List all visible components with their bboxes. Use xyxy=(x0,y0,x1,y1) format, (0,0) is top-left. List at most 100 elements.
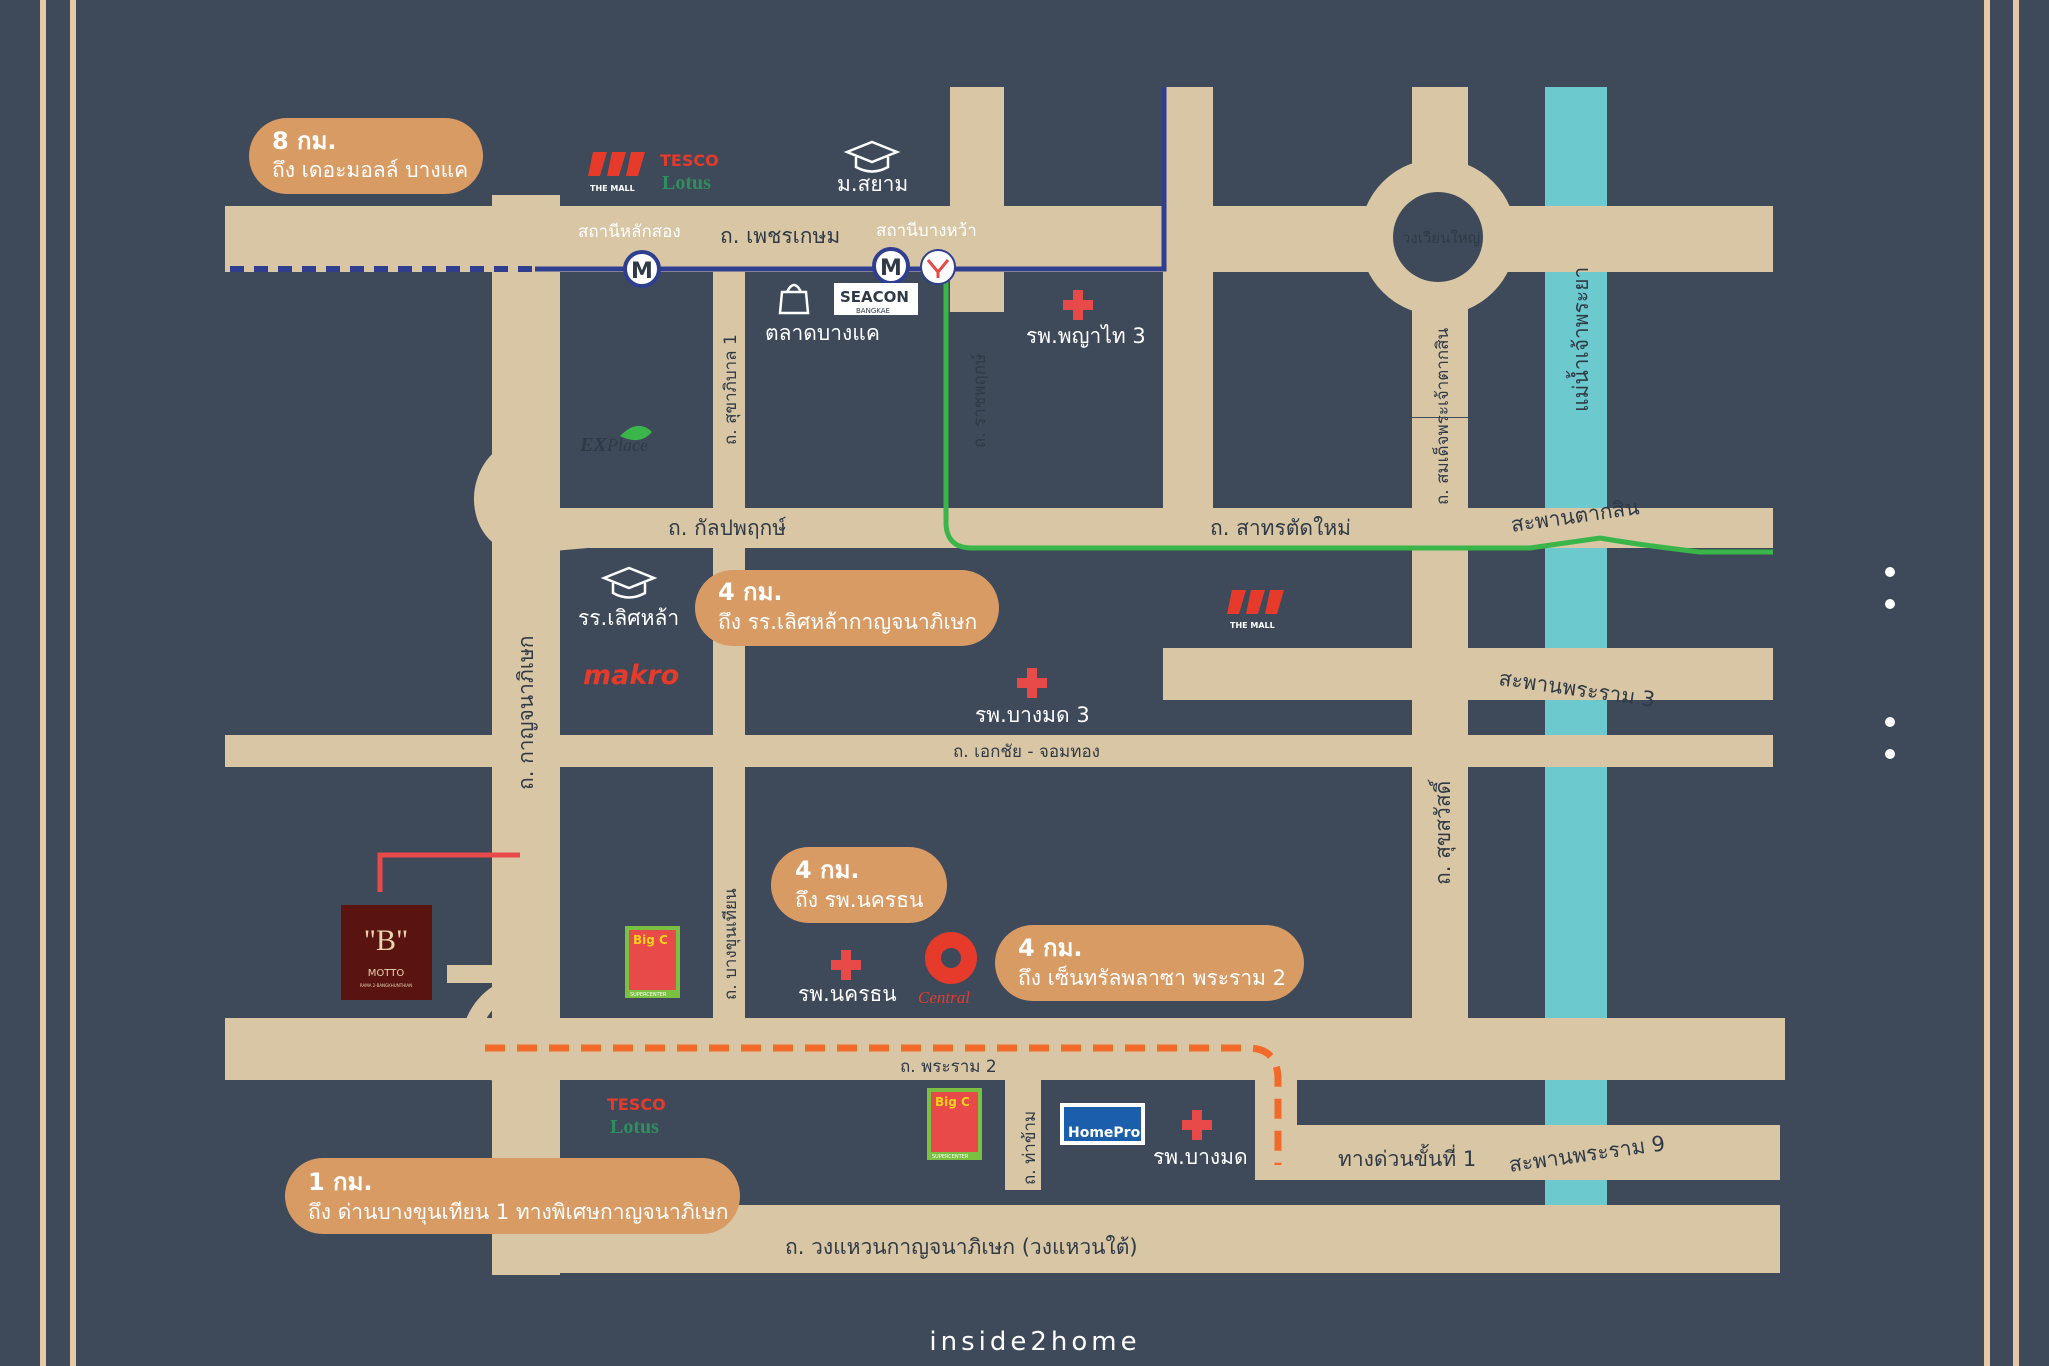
roundabout-label: วงเวียนใหญ่ xyxy=(1402,229,1480,247)
road-labels: ถ. เพชรเกษม ถ. กัลปพฤกษ์ ถ. สาทรตัดใหม่ … xyxy=(514,224,1476,1259)
brand-text: EX xyxy=(579,434,607,456)
brand-text: THE MALL xyxy=(590,184,635,193)
callout-distance: 1 กม. xyxy=(308,1168,373,1196)
airport-rail-line xyxy=(943,268,1773,555)
callout-text: ถึง รพ.นครธน xyxy=(795,888,923,912)
road-label-sathon-new: ถ. สาทรตัดใหม่ xyxy=(1210,516,1351,540)
graduation-cap-icon xyxy=(600,566,658,599)
station-label-bangwa: สถานีบางหว้า xyxy=(876,221,977,241)
road-label-taksin: ถ. สมเด็จพระเจ้าตากสิน xyxy=(1431,327,1453,505)
brand-text: TESCO xyxy=(660,151,719,170)
poi-nakornthon[interactable]: รพ.นครธน xyxy=(798,950,897,1006)
callout-central-rama2: 4 กม. ถึง เซ็นทรัลพลาซา พระราม 2 xyxy=(995,925,1304,1001)
callout-expressway-toll: 1 กม. ถึง ด่านบางขุนเทียน 1 ทางพิเศษกาญจ… xyxy=(285,1158,740,1234)
road-label-phetkasem: ถ. เพชรเกษม xyxy=(720,224,840,248)
brand-text: SEACON xyxy=(840,288,909,306)
callout-distance: 4 กม. xyxy=(1018,934,1083,962)
mrt-icon: M xyxy=(880,256,902,281)
brand-text: "B" xyxy=(364,924,409,957)
hospital-icon xyxy=(1063,290,1093,320)
left-border-stripes xyxy=(40,0,76,1366)
callout-distance: 4 กม. xyxy=(718,578,783,606)
road-label-suksawat: ถ. สุขสวัสดิ์ xyxy=(1427,778,1456,885)
poi-label: รร.เลิศหล้า xyxy=(578,606,679,630)
river-label: แม่น้ำเจ้าพระยา xyxy=(1566,267,1593,412)
brand-text: SUPERCENTER xyxy=(630,992,667,998)
callout-distance: 8 กม. xyxy=(272,127,337,155)
road-label-kanchana: ถ. กาญจนาภิเษก xyxy=(514,636,538,791)
footer-watermark: inside2home xyxy=(929,1327,1140,1357)
brand-text: Big C xyxy=(935,1095,970,1109)
shopping-bag-icon xyxy=(778,283,810,315)
bts-line xyxy=(535,87,1167,272)
route-to-expressway xyxy=(485,1044,1282,1165)
callout-distance: 4 กม. xyxy=(795,856,860,884)
poi-label: รพ.บางมด xyxy=(1153,1145,1248,1169)
brand-text: makro xyxy=(583,660,679,691)
road-label-ring: ถ. วงแหวนกาญจนาภิเษก (วงแหวนใต้) xyxy=(785,1235,1138,1259)
the-mall-thapra-logo[interactable]: THE MALL xyxy=(1227,590,1284,630)
central-logo[interactable]: Central xyxy=(918,932,977,1007)
brand-text: Big C xyxy=(633,933,668,947)
brand-text: HomePro xyxy=(1068,1125,1141,1141)
decorative-dots xyxy=(1885,567,1895,759)
explace-logo[interactable]: EX Place xyxy=(579,425,652,456)
poi-label: ม.สยาม xyxy=(837,172,908,196)
road-label-sukhaphiban1: ถ. สุขาภิบาล 1 xyxy=(721,334,741,445)
right-border-stripes xyxy=(1984,0,2019,1366)
road-label-rama2: ถ. พระราม 2 xyxy=(900,1057,997,1077)
tesco-lotus-logo-south[interactable]: TESCO Lotus xyxy=(607,1095,666,1138)
makro-logo[interactable]: makro xyxy=(583,660,679,691)
bts-icon xyxy=(926,259,950,278)
brand-text: Place xyxy=(606,435,648,455)
brand-text: RAMA 2-BANGKHUNTHIAN xyxy=(360,983,412,988)
brand-text: TESCO xyxy=(607,1095,666,1114)
road-label-kanlapaphruek: ถ. กัลปพฤกษ์ xyxy=(668,516,787,540)
brand-text: MOTTO xyxy=(368,968,405,979)
brand-text: SUPERCENTER xyxy=(932,1154,969,1160)
station-label-laksong: สถานีหลักสอง xyxy=(578,222,681,242)
poi-label: รพ.บางมด 3 xyxy=(975,703,1090,727)
poi-bangmod[interactable]: รพ.บางมด xyxy=(1153,1110,1248,1169)
poi-siam-university[interactable]: ม.สยาม xyxy=(837,140,908,196)
poi-lertla-school[interactable]: รร.เลิศหล้า xyxy=(578,566,679,630)
homepro-logo[interactable]: HomePro xyxy=(1060,1103,1145,1145)
the-mall-bangkhae-logo[interactable]: THE MALL xyxy=(588,152,645,193)
hospital-icon xyxy=(1017,668,1047,698)
poi-bangkhae-market[interactable]: ตลาดบางแค xyxy=(765,283,880,345)
callout-bangkhae: 8 กม. ถึง เดอะมอลล์ บางแค xyxy=(249,118,483,194)
poi-label: รพ.นครธน xyxy=(798,982,897,1006)
hospital-icon xyxy=(1182,1110,1212,1140)
bts-station-bangwa[interactable] xyxy=(920,249,956,285)
callout-text: ถึง เซ็นทรัลพลาซา พระราม 2 xyxy=(1018,964,1286,990)
roundabout-center xyxy=(1393,192,1483,282)
bigc-logo-north[interactable]: Big C SUPERCENTER xyxy=(625,926,680,998)
kanlapaphruek-interchange xyxy=(474,446,607,555)
road-label-ekachai: ถ. เอกชัย - จอมทอง xyxy=(953,742,1100,762)
motto-project-logo[interactable]: "B" MOTTO RAMA 2-BANGKHUNTHIAN xyxy=(341,852,520,1000)
brand-text: Lotus xyxy=(662,172,711,194)
mrt-station-laksong[interactable]: M xyxy=(623,250,661,288)
mrt-icon: M xyxy=(631,259,653,284)
brand-text: THE MALL xyxy=(1230,621,1275,630)
poi-label: ตลาดบางแค xyxy=(765,321,880,345)
brand-text: BANGKAE xyxy=(856,307,890,315)
road-label-bangkhunthian: ถ. บางขุนเทียน xyxy=(721,888,741,1000)
road-label-thakham: ถ. ท่าข้าม xyxy=(1020,1111,1040,1185)
road-label-expressway: ทางด่วนขั้นที่ 1 xyxy=(1338,1144,1476,1171)
explace-icon xyxy=(620,425,652,441)
poi-phyathai3[interactable]: รพ.พญาไท 3 xyxy=(1026,290,1146,348)
seacon-bangkhae-logo[interactable]: SEACON BANGKAE xyxy=(834,283,918,315)
poi-label: รพ.พญาไท 3 xyxy=(1026,324,1146,348)
callout-text: ถึง รร.เลิศหล้ากาญจนาภิเษก xyxy=(718,610,977,634)
tesco-lotus-logo-top[interactable]: TESCO Lotus xyxy=(660,151,719,194)
brand-text: Lotus xyxy=(610,1116,659,1138)
project-pointer xyxy=(377,852,520,892)
callout-lertla: 4 กม. ถึง รร.เลิศหล้ากาญจนาภิเษก xyxy=(695,570,999,646)
mrt-station-bangwa[interactable]: M xyxy=(872,247,910,285)
rama2-interchange xyxy=(462,981,544,1084)
poi-bangmod3[interactable]: รพ.บางมด 3 xyxy=(975,668,1090,727)
bigc-logo-south[interactable]: Big C SUPERCENTER xyxy=(927,1088,982,1160)
callout-text: ถึง ด่านบางขุนเทียน 1 ทางพิเศษกาญจนาภิเษ… xyxy=(308,1200,728,1225)
